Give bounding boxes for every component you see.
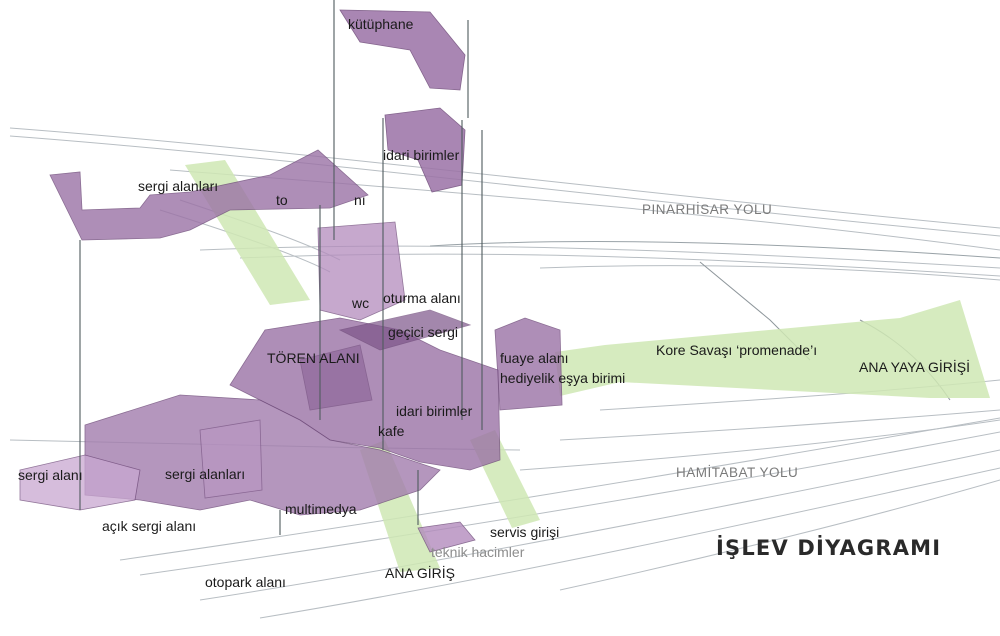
label-lounge: oturma alanı (383, 290, 461, 306)
volume-lower (84, 394, 441, 516)
label-exhibition-upper: sergi alanları (138, 178, 219, 194)
label-exhibition-area: sergi alanı (18, 467, 83, 483)
label-main-entrance: ANA GİRİŞ (385, 565, 456, 581)
label-temporary-exhibition: geçici sergi (388, 324, 459, 340)
label-technical: teknik hacimler (431, 544, 525, 560)
volume-exhibition-upper (49, 149, 369, 241)
label-admin-upper: idari birimler (383, 147, 460, 163)
label-partial-end: nı (354, 192, 366, 208)
label-multimedia: multimedya (285, 501, 357, 517)
label-partial: to (276, 192, 288, 208)
connector-lines (79, 0, 483, 535)
road-label-north: PINARHİSAR YOLU (642, 202, 773, 217)
green-path-promenade (555, 300, 990, 398)
label-service-entrance: servis girişi (490, 524, 560, 540)
label-promenade: Kore Savaşı ‘promenade’ı (656, 342, 818, 358)
label-cafe: kafe (378, 423, 405, 439)
road-label-south: HAMİTABAT YOLU (676, 465, 799, 480)
volume-library (339, 9, 466, 91)
label-admin-lower: idari birimler (396, 403, 473, 419)
label-wc: wc (352, 295, 370, 311)
label-exhibition-areas-lower: sergi alanları (165, 466, 246, 482)
volume-technical (417, 521, 476, 553)
label-foyer: fuaye alanı (500, 350, 569, 366)
label-parking: otopark alanı (205, 574, 286, 590)
volume-foyer (494, 317, 563, 411)
volume-admin-upper (384, 107, 466, 193)
label-gift-shop: hediyelik eşya birimi (500, 370, 626, 386)
label-pedestrian-entrance: ANA YAYA GİRİŞİ (859, 359, 971, 375)
label-open-exhibition: açık sergi alanı (102, 518, 197, 534)
diagram-title: İŞLEV DİYAGRAMI (716, 536, 942, 560)
label-library: kütüphane (348, 16, 414, 32)
label-ceremony-area: TÖREN ALANI (267, 350, 360, 366)
